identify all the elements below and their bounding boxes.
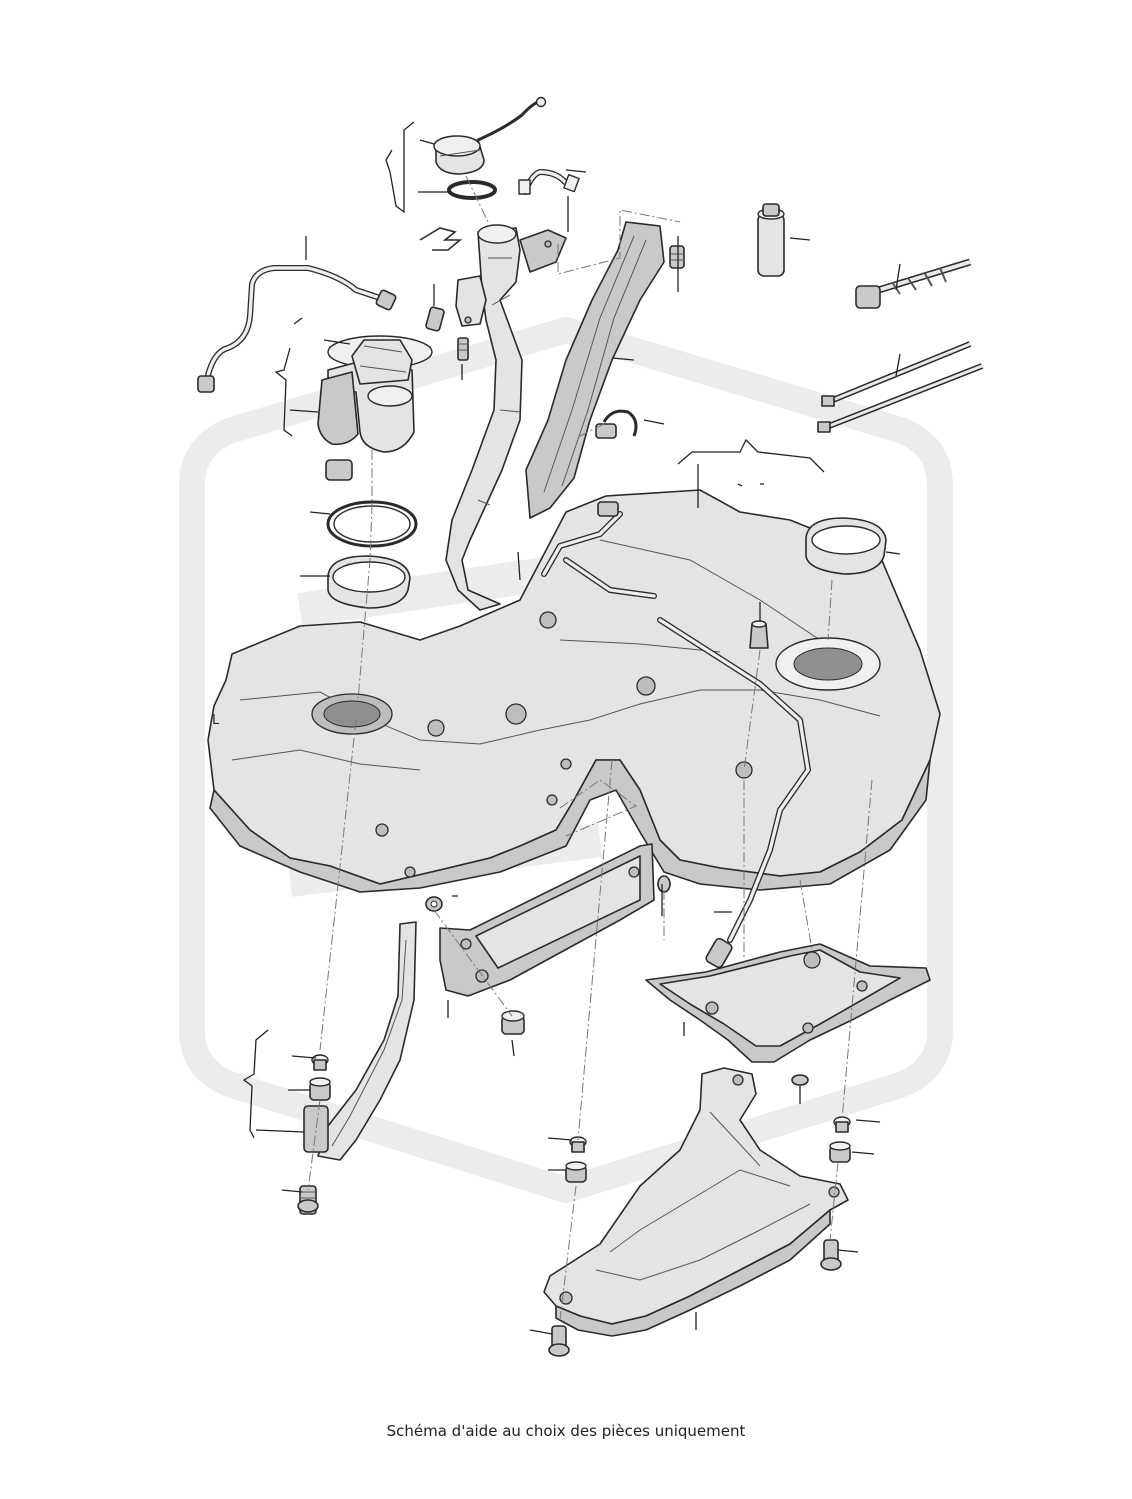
- hose-clamp: [595, 409, 638, 439]
- right-heat-shield: [645, 943, 931, 1063]
- tank-strap: [303, 921, 417, 1161]
- shield-nut: [501, 1010, 525, 1035]
- rear-underbody-shield: [543, 1067, 849, 1337]
- lower-bushing-1: [565, 1161, 587, 1183]
- assembly-axes: [307, 175, 873, 1321]
- carbon-canister: [757, 203, 785, 277]
- cable-tie-1: [821, 341, 972, 407]
- lower-washer-2: [833, 1116, 851, 1133]
- diagram-caption: Schéma d'aide au choix des pièces unique…: [386, 1422, 746, 1440]
- drain-plug: [749, 620, 769, 649]
- tank-stamp-label: L: [212, 713, 220, 728]
- strap-bolt: [297, 1185, 319, 1215]
- fuel-pump-module: [317, 335, 433, 481]
- lower-bushing-2: [829, 1141, 851, 1163]
- tank-washer: [425, 896, 443, 912]
- spiral-cable-tie: [855, 258, 972, 309]
- cap-seal-ring: [447, 180, 497, 200]
- tank-washer-2: [657, 875, 671, 893]
- retaining-clip: [419, 227, 463, 251]
- vent-hose: [518, 169, 580, 195]
- strap-bushing: [309, 1077, 331, 1101]
- lower-bolt-2: [820, 1239, 842, 1271]
- neck-bolt-2: [457, 337, 469, 361]
- cable-tie-2: [817, 363, 984, 433]
- neck-bolt-1: [425, 306, 445, 332]
- shield-bolt: [669, 245, 685, 269]
- lower-bolt-1: [548, 1325, 570, 1357]
- reference-leader-lines: [242, 121, 901, 1335]
- fuel-filler-cap: [433, 96, 547, 175]
- fuel-supply-line: [197, 265, 397, 393]
- right-shield-nut: [791, 1074, 809, 1086]
- tank-vent-lines: [541, 501, 811, 969]
- pump-seal-ring: [327, 555, 411, 609]
- sender-seal-ring: [805, 517, 887, 575]
- fuel-tank-body: L: [207, 489, 941, 893]
- fuel-filler-neck: [445, 224, 567, 611]
- filler-neck-heat-shield: [525, 221, 665, 519]
